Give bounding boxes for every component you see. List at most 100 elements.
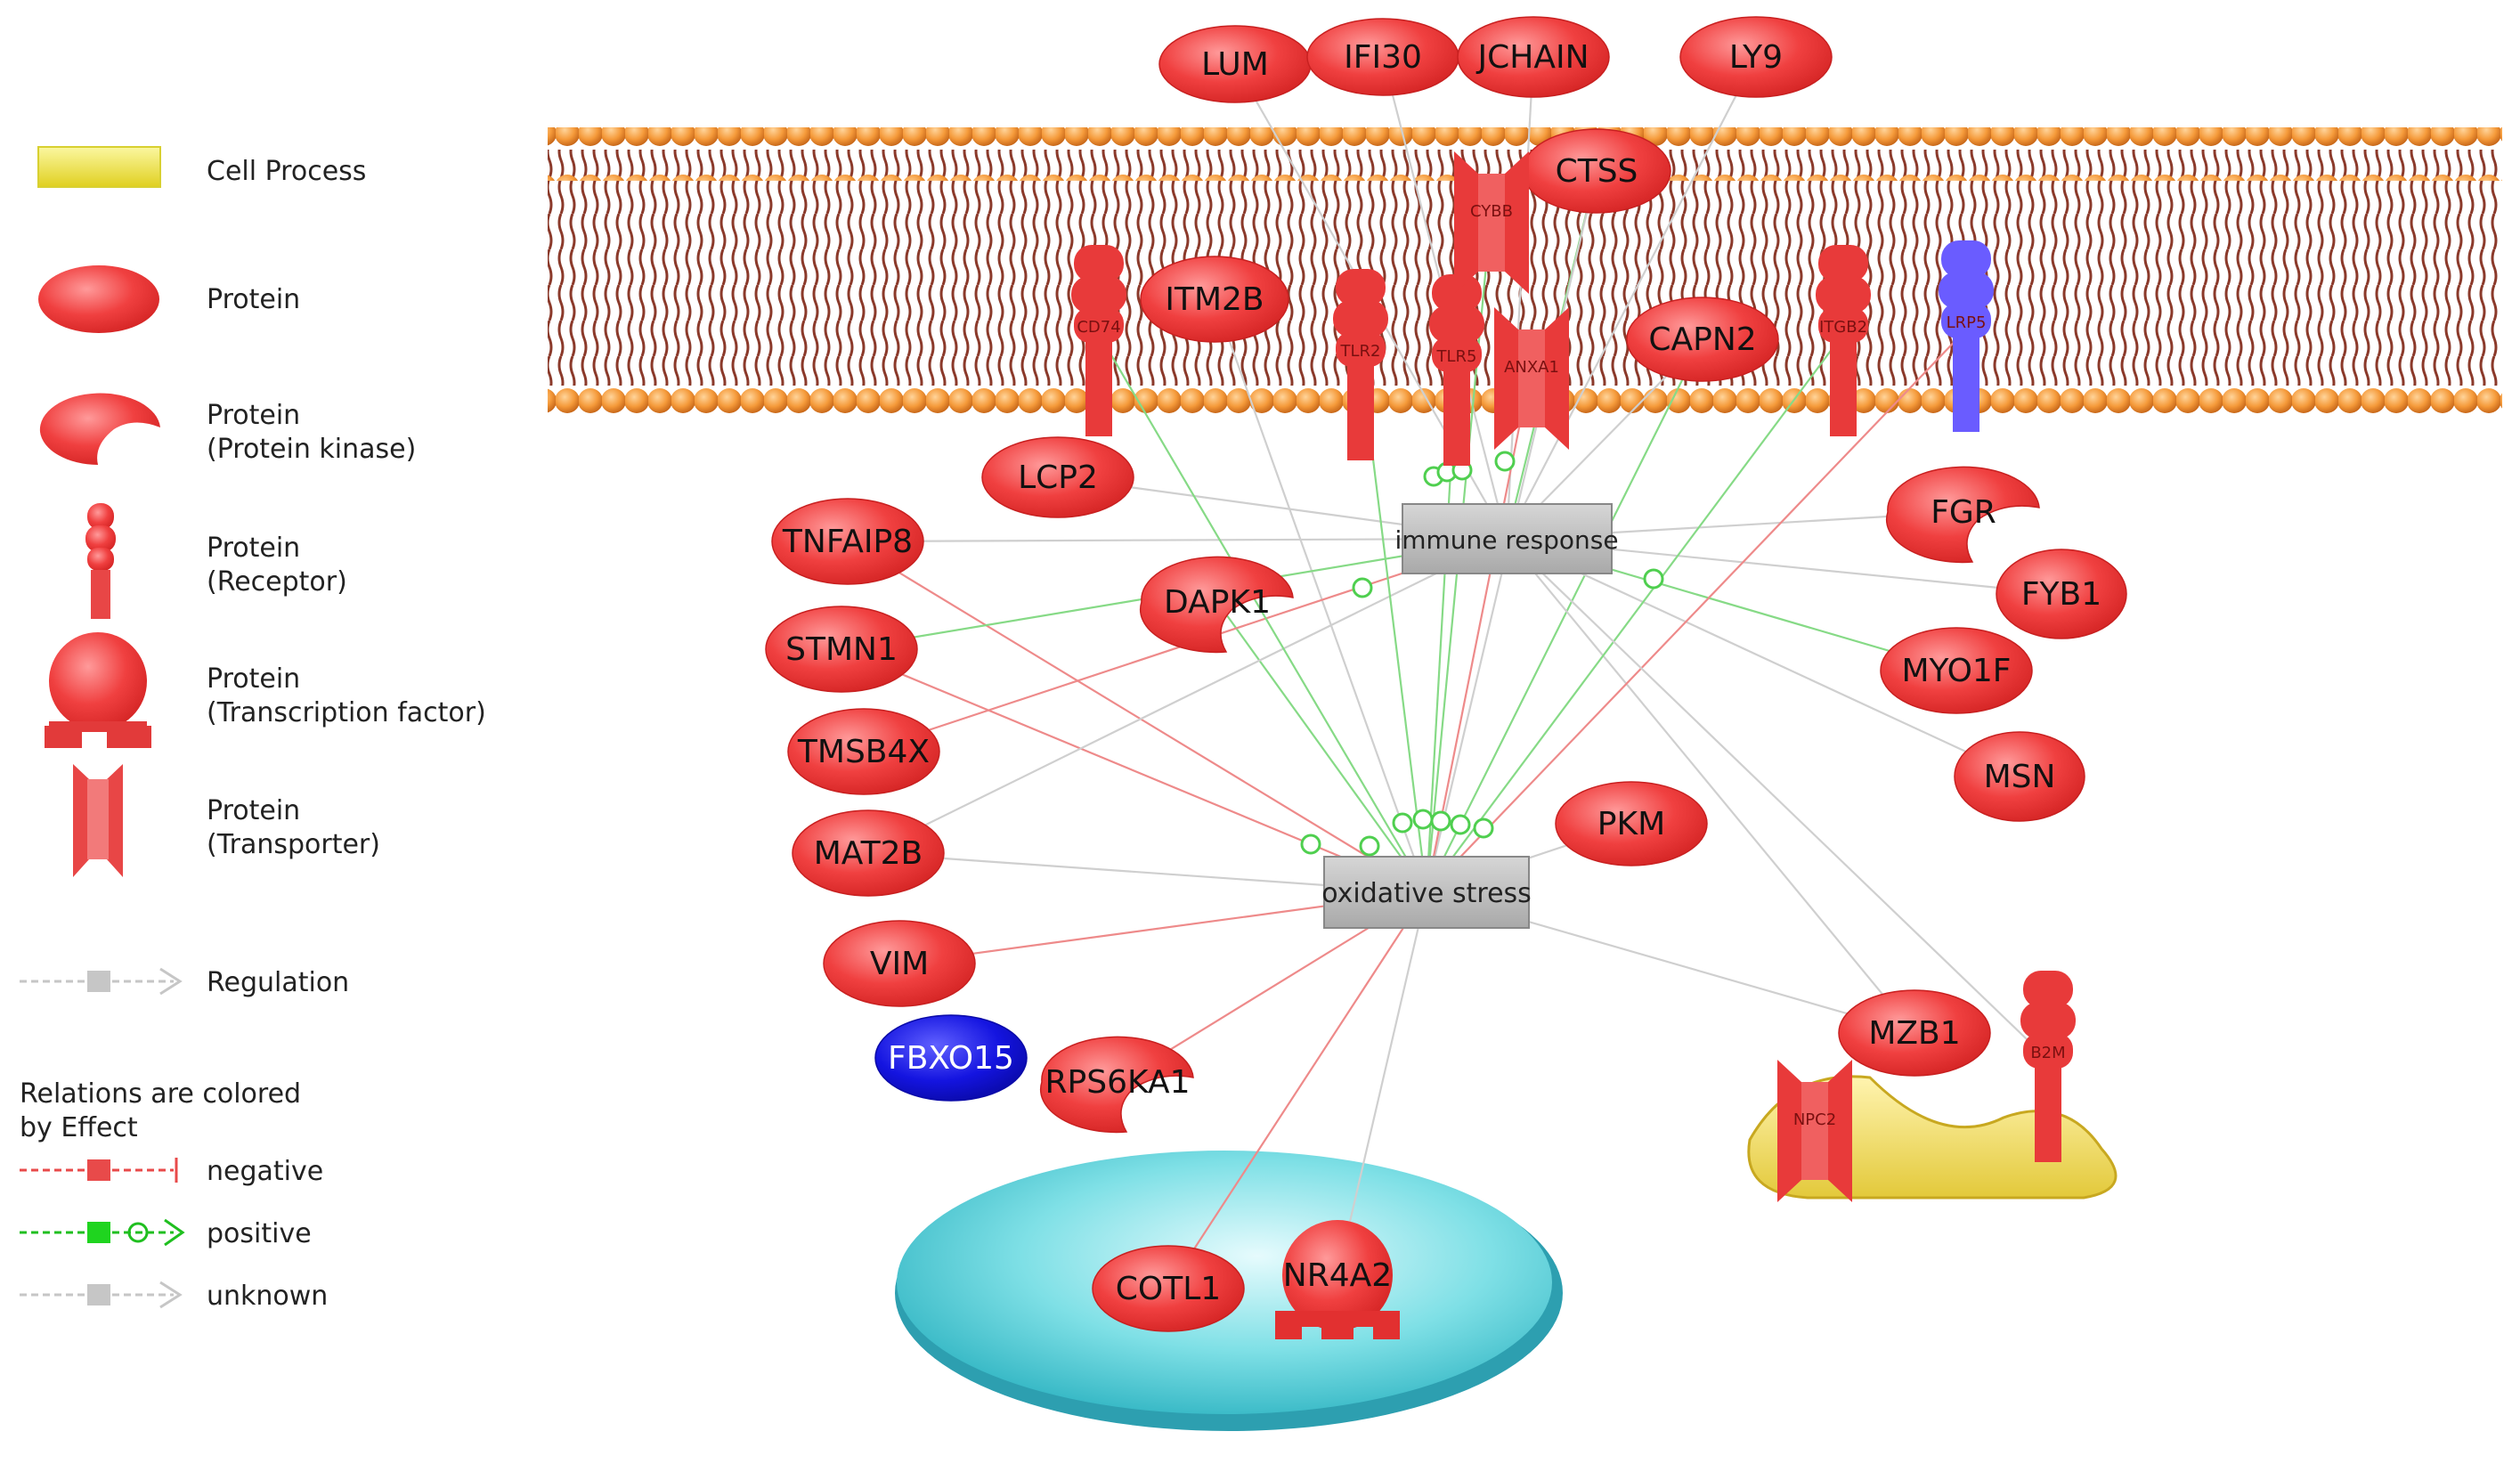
pkm-shape xyxy=(1555,781,1708,866)
legend-tf-line1: Protein xyxy=(207,663,300,695)
node-fyb1[interactable]: FYB1 xyxy=(1996,549,2127,639)
node-vim[interactable]: VIM xyxy=(823,920,976,1007)
positive-marker xyxy=(1412,809,1434,830)
legend-positive-label: positive xyxy=(207,1218,312,1249)
tlr5-stem xyxy=(1443,368,1470,466)
tlr2-stem xyxy=(1347,362,1374,460)
node-npc2[interactable]: NPC2 xyxy=(1777,1060,1852,1202)
rps6ka1-label: RPS6KA1 xyxy=(1045,1064,1191,1101)
legend-transporter-icon xyxy=(73,764,123,877)
msn-shape xyxy=(1954,731,2085,822)
capn2-label: CAPN2 xyxy=(1648,321,1756,358)
lrp5-head xyxy=(1941,240,1991,278)
edge-mzb1-immune xyxy=(1506,538,1915,1034)
node-tlr2[interactable]: TLR2 xyxy=(1333,269,1388,460)
npc2-right xyxy=(1828,1060,1852,1202)
b2m-lower xyxy=(2023,1033,2073,1069)
node-capn2[interactable]: CAPN2 xyxy=(1626,297,1779,382)
node-tlr5[interactable]: TLR5 xyxy=(1429,274,1484,466)
node-lum[interactable]: LUM xyxy=(1158,25,1312,103)
node-anxa1[interactable]: ANXA1 xyxy=(1494,307,1569,450)
cybb-left xyxy=(1454,151,1478,294)
positive-marker xyxy=(1643,568,1664,590)
node-ctss[interactable]: CTSS xyxy=(1522,128,1671,214)
ctss-label: CTSS xyxy=(1556,153,1638,190)
dapk1-shape xyxy=(1139,556,1294,654)
legend-receptor-icon xyxy=(85,503,116,619)
node-tmsb4x[interactable]: TMSB4X xyxy=(787,708,940,795)
node-pkm[interactable]: PKM xyxy=(1555,781,1708,866)
node-b2m[interactable]: B2M xyxy=(2020,971,2076,1162)
node-mzb1[interactable]: MZB1 xyxy=(1838,989,1991,1077)
lum-label: LUM xyxy=(1201,46,1269,83)
edge-ly9-immune xyxy=(1506,56,1757,540)
mat2b-shape xyxy=(792,809,945,897)
positive-markers xyxy=(1300,451,1664,857)
node-itgb2[interactable]: ITGB2 xyxy=(1816,245,1871,436)
process-oxidative-stress[interactable]: oxidative stress xyxy=(1321,856,1532,929)
positive-marker xyxy=(1473,817,1494,839)
lrp5-label: LRP5 xyxy=(1947,313,1987,332)
process-immune-response[interactable]: immune response xyxy=(1394,503,1619,574)
dapk1-label: DAPK1 xyxy=(1164,584,1271,621)
tnfaip8-shape xyxy=(771,498,924,585)
tmsb4x-label: TMSB4X xyxy=(797,734,930,770)
nr4a2-label: NR4A2 xyxy=(1283,1257,1392,1294)
edge-anxa1-oxidative xyxy=(1425,364,1533,893)
b2m-mid xyxy=(2020,1002,2076,1039)
itm2b-label: ITM2B xyxy=(1165,281,1264,318)
edge-mat2b-immune xyxy=(867,538,1508,854)
node-mat2b[interactable]: MAT2B xyxy=(792,809,945,897)
ly9-shape xyxy=(1679,16,1833,98)
edge-cd74-oxidative xyxy=(1098,333,1427,893)
legend-cell-process-swatch xyxy=(37,146,161,188)
node-tnfaip8[interactable]: TNFAIP8 xyxy=(771,498,924,585)
mzb1-shape xyxy=(1838,989,1991,1077)
edge-capn2-oxidative xyxy=(1426,338,1703,893)
node-nr4a2[interactable]: NR4A2 xyxy=(1275,1220,1400,1339)
node-itm2b[interactable]: ITM2B xyxy=(1140,256,1289,343)
fgr-shape xyxy=(1885,466,2040,564)
node-cybb[interactable]: CYBB xyxy=(1454,151,1529,294)
tlr5-label: TLR5 xyxy=(1436,347,1477,366)
fyb1-shape xyxy=(1996,549,2127,639)
tlr5-head xyxy=(1432,274,1482,312)
node-cd74[interactable]: CD74 xyxy=(1071,245,1126,436)
positive-marker xyxy=(1300,834,1321,855)
npc2-label: NPC2 xyxy=(1793,1110,1836,1129)
fbxo15-label: FBXO15 xyxy=(888,1040,1014,1077)
positive-marker xyxy=(1430,810,1451,832)
node-cotl1[interactable]: COTL1 xyxy=(1092,1245,1245,1332)
positive-marker xyxy=(1494,451,1516,472)
tlr5-lower xyxy=(1432,337,1482,372)
node-msn[interactable]: MSN xyxy=(1954,731,2085,822)
node-jchain[interactable]: JCHAIN xyxy=(1457,16,1610,98)
legend-tf-line2: (Transcription factor) xyxy=(207,697,486,728)
itm2b-shape xyxy=(1140,256,1289,343)
legend-receptor-line1: Protein xyxy=(207,533,300,564)
edge-lrp5-oxidative xyxy=(1426,329,1967,893)
legend-relations-line2: by Effect xyxy=(20,1112,138,1143)
stmn1-label: STMN1 xyxy=(785,631,898,668)
node-rps6ka1[interactable]: RPS6KA1 xyxy=(1039,1036,1194,1134)
node-myo1f[interactable]: MYO1F xyxy=(1880,627,2033,714)
node-dapk1[interactable]: DAPK1 xyxy=(1139,556,1294,654)
positive-marker xyxy=(1450,814,1471,835)
edge-b2m-immune xyxy=(1506,538,2049,1061)
fyb1-label: FYB1 xyxy=(2021,576,2101,613)
jchain-label: JCHAIN xyxy=(1476,39,1589,76)
edge-nr4a2-oxidative xyxy=(1336,891,1428,1276)
edge-itgb2-oxidative xyxy=(1426,333,1844,893)
mzb1-label: MZB1 xyxy=(1868,1015,1960,1052)
node-ly9[interactable]: LY9 xyxy=(1679,16,1833,98)
cd74-lower xyxy=(1074,307,1124,343)
node-fgr[interactable]: FGR xyxy=(1885,466,2040,564)
node-ifi30[interactable]: IFI30 xyxy=(1306,18,1459,96)
legend-transporter-line2: (Transporter) xyxy=(207,829,380,860)
node-lrp5[interactable]: LRP5 xyxy=(1939,240,1994,432)
node-stmn1[interactable]: STMN1 xyxy=(765,606,918,693)
node-fbxo15[interactable]: FBXO15 xyxy=(874,1014,1028,1102)
node-lcp2[interactable]: LCP2 xyxy=(981,436,1134,518)
tlr2-head xyxy=(1336,269,1386,306)
pkm-label: PKM xyxy=(1597,806,1665,842)
